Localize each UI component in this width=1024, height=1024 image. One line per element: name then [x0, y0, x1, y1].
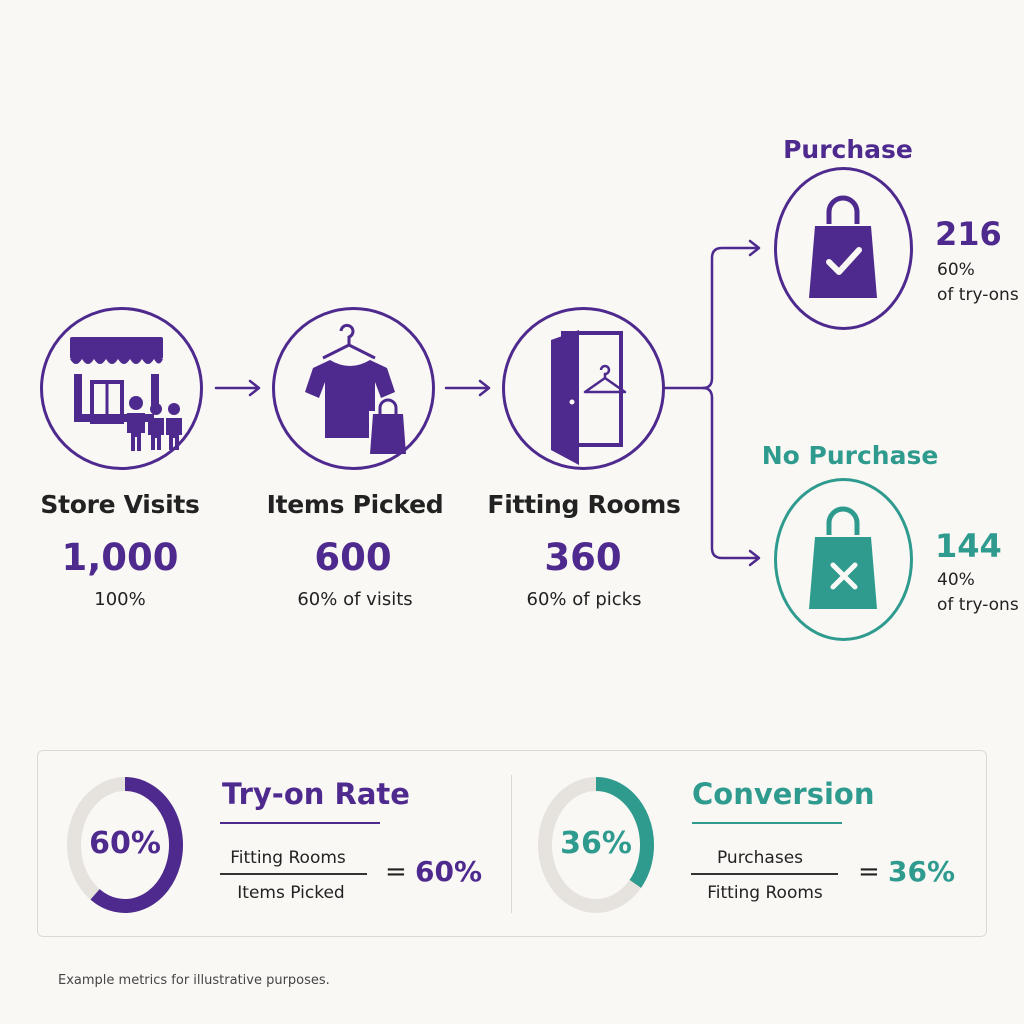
- conversion-donut: [538, 777, 654, 913]
- shopping-bag-check-icon: [809, 195, 877, 298]
- conversion-denominator: Fitting Rooms: [707, 883, 823, 903]
- items-picked-circle: [272, 307, 435, 470]
- no-purchase-title: No Purchase: [761, 441, 939, 470]
- store-visits-sub: 100%: [94, 589, 146, 610]
- try-on-rate-title: Try-on Rate: [222, 777, 410, 811]
- conversion-title-underline: [692, 822, 842, 824]
- try-on-rate-numerator: Fitting Rooms: [230, 848, 346, 868]
- purchase-pct: 60%: [937, 260, 975, 280]
- try-on-rate-donut-arc: [90, 777, 183, 913]
- shirt-bag-icon: [305, 323, 406, 454]
- purchase-circle: [774, 167, 913, 330]
- store-visits-value: 1,000: [61, 536, 179, 579]
- try-on-rate-result: 60%: [415, 855, 483, 888]
- fitting-rooms-value: 360: [544, 536, 622, 579]
- conversion-donut-arc: [595, 777, 654, 888]
- try-on-rate-denominator: Items Picked: [237, 883, 345, 903]
- store-visits-label: Store Visits: [40, 490, 200, 519]
- fitting-rooms-sub: 60% of picks: [526, 589, 642, 610]
- panel-divider: [511, 775, 512, 913]
- metrics-panel: [37, 750, 987, 937]
- footer-note: Example metrics for illustrative purpose…: [58, 973, 330, 988]
- items-picked-value: 600: [314, 536, 392, 579]
- items-picked-sub: 60% of visits: [297, 589, 413, 610]
- conversion-donut-label: 36%: [560, 826, 632, 861]
- try-on-rate-equals: =: [385, 857, 407, 887]
- conversion-title: Conversion: [692, 777, 875, 811]
- no-purchase-circle: [774, 478, 913, 641]
- store-icon: [70, 337, 182, 451]
- conversion-fraction-bar: [691, 873, 838, 875]
- fitting-rooms-circle: [502, 307, 665, 470]
- purchase-title: Purchase: [783, 135, 913, 164]
- fitting-room-door-icon: [551, 330, 627, 465]
- items-picked-label: Items Picked: [266, 490, 444, 519]
- no-purchase-value: 144: [935, 527, 1002, 565]
- conversion-numerator: Purchases: [716, 848, 804, 868]
- store-visits-circle: [40, 307, 203, 470]
- conversion-result: 36%: [888, 855, 956, 888]
- conversion-equals: =: [858, 857, 880, 887]
- purchase-value: 216: [935, 215, 1002, 253]
- try-on-rate-fraction-bar: [220, 873, 367, 875]
- no-purchase-pct: 40%: [937, 570, 975, 590]
- try-on-rate-donut: [67, 777, 183, 913]
- try-on-rate-donut-label: 60%: [89, 826, 161, 861]
- purchase-sub: of try-ons: [937, 285, 1019, 305]
- no-purchase-sub: of try-ons: [937, 595, 1019, 615]
- try-on-rate-title-underline: [220, 822, 380, 824]
- fitting-rooms-label: Fitting Rooms: [487, 490, 681, 519]
- shopping-bag-x-icon: [809, 506, 877, 609]
